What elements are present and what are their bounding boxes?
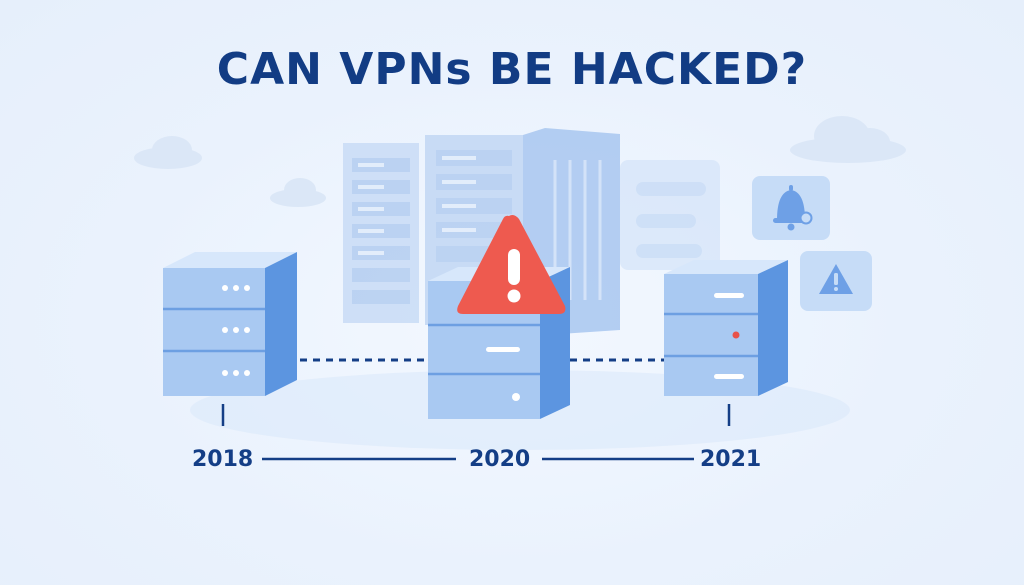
- bell-card: [752, 176, 830, 240]
- year-label-2021: 2021: [700, 447, 762, 472]
- server-2018: [163, 252, 297, 396]
- server-2021: [664, 260, 788, 396]
- warning-icon: [457, 215, 566, 314]
- year-label-2020: 2020: [469, 447, 531, 472]
- alert-card: [800, 251, 872, 311]
- cloud-mid: [270, 178, 326, 207]
- background-panels: [620, 160, 720, 270]
- alert-triangle-icon: [819, 264, 853, 294]
- bell-icon: [773, 185, 813, 231]
- cloud-left: [134, 136, 202, 169]
- page-title: CAN VPNs BE HACKED?: [216, 44, 808, 95]
- cloud-right: [790, 116, 906, 163]
- year-label-2018: 2018: [192, 447, 254, 472]
